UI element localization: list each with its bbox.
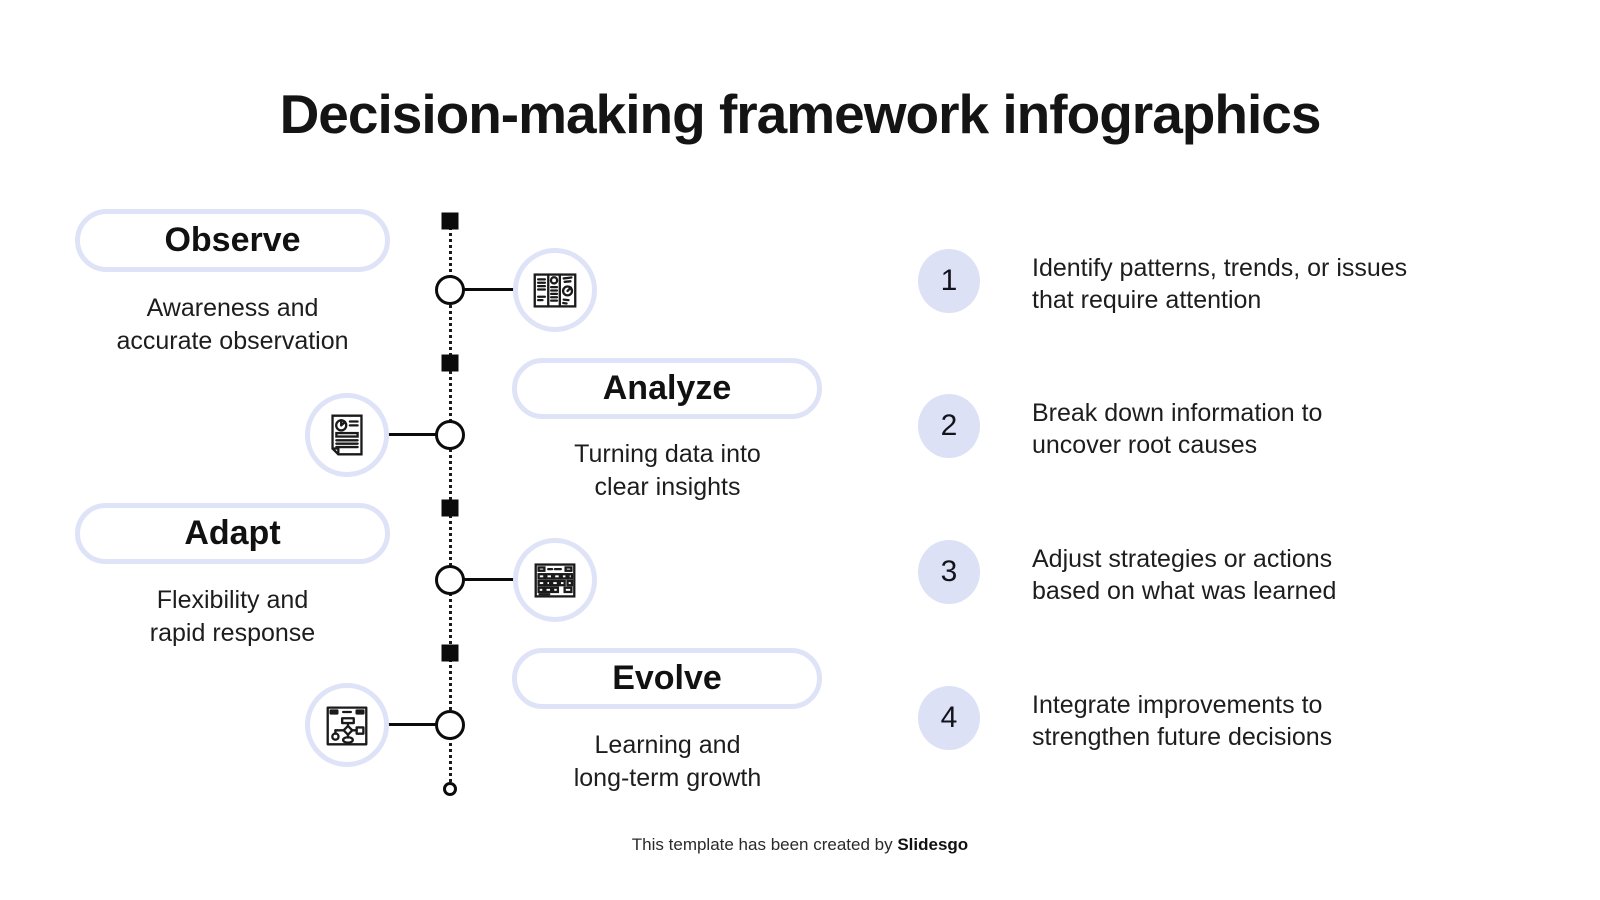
- step-number: 1: [940, 264, 958, 297]
- step-label: Analyze: [602, 369, 732, 407]
- step-number: 2: [940, 409, 958, 442]
- step-detail: Break down information to uncover root c…: [1032, 399, 1323, 459]
- step-number: 4: [940, 701, 958, 734]
- timeline-node-circle: [435, 565, 465, 595]
- step-pill-analyze: Analyze: [512, 358, 822, 419]
- timeline-square-marker: [441, 644, 459, 662]
- step-icon-medallion: [305, 393, 389, 477]
- timeline-square-marker: [441, 212, 459, 230]
- page-title: Decision-making framework infographics: [279, 83, 1322, 145]
- footer-brand: Slidesgo: [897, 835, 969, 854]
- timeline-end-dot: [443, 782, 457, 796]
- step-label: Observe: [164, 221, 301, 259]
- connector-line: [462, 288, 518, 291]
- step-label: Evolve: [612, 659, 722, 697]
- newspaper-report-icon: [528, 263, 582, 317]
- timeline-node-circle: [435, 710, 465, 740]
- step-description: Flexibility and rapid response: [149, 586, 316, 647]
- step-detail: Integrate improvements to strengthen fut…: [1032, 691, 1333, 751]
- timeline-square-marker: [441, 354, 459, 372]
- document-chart-icon: [320, 408, 374, 462]
- step-icon-medallion: [513, 538, 597, 622]
- step-number-badge: 2: [918, 394, 980, 458]
- footer-text: This template has been created by: [631, 835, 898, 854]
- step-pill-evolve: Evolve: [512, 648, 822, 709]
- step-number-badge: 1: [918, 249, 980, 313]
- step-description: Awareness and accurate observation: [116, 294, 349, 355]
- step-pill-observe: Observe: [75, 209, 390, 272]
- step-number-badge: 4: [918, 686, 980, 750]
- step-detail: Identify patterns, trends, or issues tha…: [1032, 254, 1408, 314]
- connector-line: [384, 723, 440, 726]
- flowchart-icon: [320, 698, 374, 752]
- step-pill-adapt: Adapt: [75, 503, 390, 564]
- step-icon-medallion: [305, 683, 389, 767]
- step-description: Turning data into clear insights: [574, 440, 761, 501]
- timeline-node-circle: [435, 420, 465, 450]
- step-label: Adapt: [184, 514, 281, 552]
- step-description: Learning and long-term growth: [573, 731, 762, 792]
- data-table-icon: [528, 553, 582, 607]
- footer-credit: This template has been created by Slides…: [0, 835, 1600, 855]
- timeline-square-marker: [441, 499, 459, 517]
- step-number: 3: [940, 555, 958, 588]
- connector-line: [462, 578, 518, 581]
- connector-line: [384, 433, 440, 436]
- step-detail: Adjust strategies or actions based on wh…: [1032, 545, 1337, 605]
- timeline-node-circle: [435, 275, 465, 305]
- step-icon-medallion: [513, 248, 597, 332]
- step-number-badge: 3: [918, 540, 980, 604]
